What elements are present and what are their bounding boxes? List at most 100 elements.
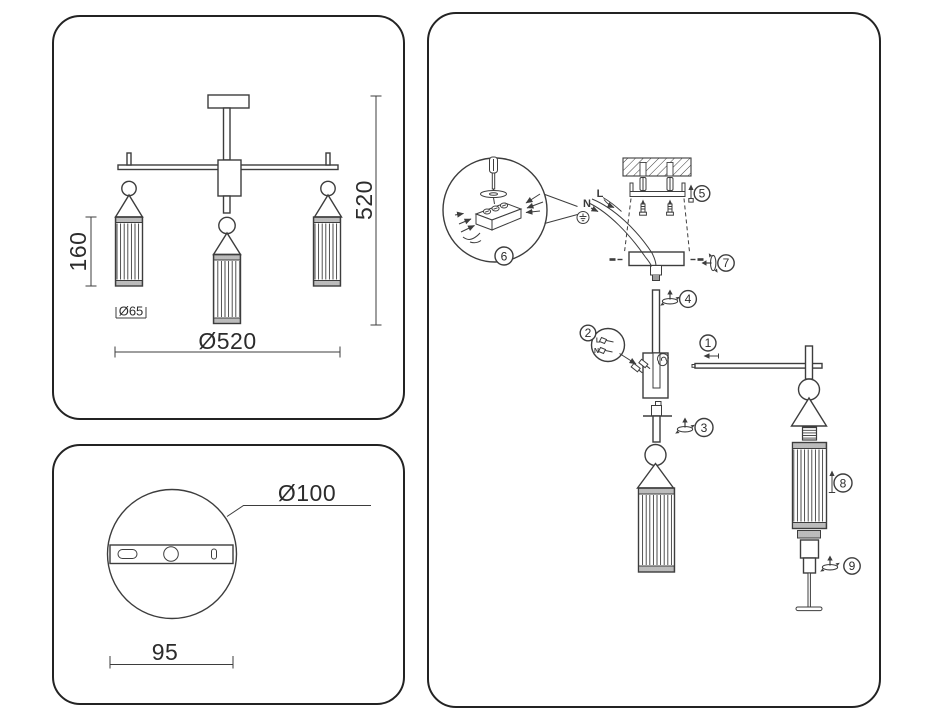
ceiling-canopy [207, 94, 250, 109]
wall-plug-left [639, 177, 647, 191]
ceiling-hatch [622, 157, 692, 177]
screw-up-icon [688, 184, 694, 203]
coiled-wire [657, 353, 669, 367]
chandelier-front-drawing [114, 94, 343, 325]
canopy-plate [628, 251, 685, 267]
bracket-tab-right [681, 182, 686, 192]
dimension-label-o65: Ø65 [119, 304, 144, 319]
screwdriver-icon [489, 156, 498, 193]
dimension-shade-diameter: Ø65 [115, 304, 147, 319]
shade-collar [797, 530, 821, 539]
washer-icon [480, 190, 507, 205]
center-stem [222, 107, 231, 161]
center-hub [217, 159, 242, 197]
terminal-wires [454, 193, 544, 244]
insert-arrow-icon [703, 353, 719, 359]
dimension-label-o520: Ø520 [198, 328, 256, 354]
mount-plate-drawing [106, 488, 238, 620]
mounting-bracket-bar [629, 191, 686, 197]
hub-assembly: L N 2 [579, 324, 669, 399]
lamp-arm [694, 362, 823, 369]
step-badge-2: 2 [579, 324, 597, 342]
socket-neck [802, 557, 817, 574]
decor-cone [790, 396, 828, 427]
step-number-2: 2 [585, 326, 592, 340]
right-lamp [312, 180, 343, 287]
canopy-assembly: 7 [609, 198, 735, 281]
mount-plate-panel: Ø100 95 [52, 444, 405, 705]
flange-bushing [651, 405, 662, 417]
center-drop-stem [222, 195, 231, 214]
glass-shade-center [637, 487, 676, 573]
dimension-label-520: 520 [351, 180, 377, 220]
threaded-rod [651, 289, 661, 354]
ground-symbol-icon [576, 211, 590, 224]
wall-plug-right [666, 177, 674, 191]
center-lamp-column: 3 [636, 401, 714, 573]
assembly-panel: 5 7 N L [427, 12, 881, 708]
canopy-coupler [650, 265, 662, 276]
bracket-screw-left [639, 199, 647, 216]
arm-step-1: 1 [691, 334, 823, 369]
bulb-disc [795, 606, 823, 612]
hook-clip [655, 401, 662, 405]
step-number-1: 1 [705, 336, 712, 350]
left-lamp [114, 180, 144, 287]
wire-label-line: L [597, 188, 604, 200]
lamp-rod [652, 415, 661, 443]
step-number-8: 8 [840, 476, 847, 490]
right-peg [325, 152, 331, 166]
dimension-fixture-height: 520 [351, 95, 382, 326]
step-number-9: 9 [849, 559, 856, 573]
step-badge-3: 3 [694, 417, 714, 438]
bracket-center-hole [163, 546, 179, 562]
right-lamp-column: 8 9 [790, 345, 861, 612]
dimension-label-160: 160 [65, 232, 91, 272]
step-badge-8: 8 [833, 473, 853, 493]
threaded-nipple [801, 426, 818, 441]
terminal-detail-circle: 6 [442, 156, 578, 266]
dimension-slot-spacing: 95 [109, 639, 234, 669]
left-peg [126, 152, 132, 166]
supply-wires: N L [576, 188, 657, 267]
front-view-panel: 160 520 Ø65 Ø520 [52, 15, 405, 420]
step-badge-5: 5 [693, 184, 711, 202]
hub-wire-connectors [630, 358, 651, 374]
dimension-shade-height: 160 [65, 216, 97, 287]
socket-body [799, 539, 820, 559]
step-badge-1: 1 [699, 334, 717, 352]
ceiling-mounting: 5 [622, 157, 711, 216]
slide-arrow-icon [828, 470, 836, 493]
dimension-label-o100: Ø100 [278, 480, 336, 506]
bracket-tab-left [629, 182, 634, 192]
bracket-small-slot [211, 548, 217, 560]
bulb-stem [807, 572, 811, 608]
step-number-3: 3 [701, 421, 708, 435]
step-number-7: 7 [723, 256, 730, 270]
rod-step-4: 4 [651, 288, 698, 354]
terminal-block [474, 202, 523, 231]
wire-label-neutral: N [583, 198, 591, 210]
step-badge-9: 9 [843, 557, 861, 575]
hub-inner-rod [652, 352, 661, 389]
bracket-screw-right [666, 199, 674, 216]
dimension-label-95: 95 [152, 639, 179, 665]
step-badge-7: 7 [717, 254, 735, 272]
detail-label-neutral: N [594, 348, 599, 355]
detail-label-line: L [596, 338, 601, 345]
step-number-4: 4 [685, 292, 692, 306]
connector-detail-circle: L N [590, 327, 637, 365]
step-number-6: 6 [501, 249, 508, 263]
bracket-oval-slot [117, 549, 138, 559]
drill-hole-right [666, 162, 674, 177]
center-lamp [212, 216, 242, 325]
step-badge-4: 4 [678, 289, 698, 309]
dimension-plate-diameter: Ø100 [226, 480, 371, 517]
dimension-fixture-diameter: Ø520 [114, 328, 341, 358]
step-badge-6: 6 [494, 246, 514, 266]
arm-end-rod [804, 345, 814, 380]
glass-shade [791, 441, 828, 530]
step-number-5: 5 [699, 187, 706, 201]
